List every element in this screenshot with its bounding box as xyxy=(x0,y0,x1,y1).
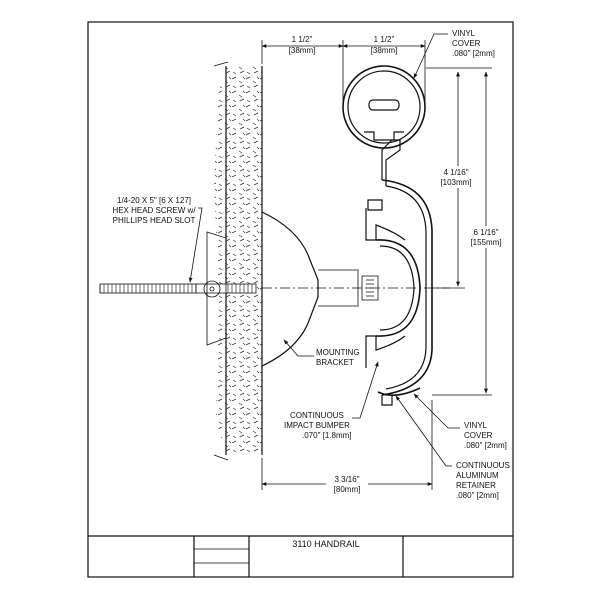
width-left-label: 1 1/2" xyxy=(292,35,313,44)
width-right-metric: [38mm] xyxy=(371,46,398,55)
svg-text:HEX HEAD SCREW w/: HEX HEAD SCREW w/ xyxy=(112,206,196,215)
svg-text:.080" [2mm]: .080" [2mm] xyxy=(464,441,507,450)
width-right-label: 1 1/2" xyxy=(374,35,395,44)
height-inner-label: 4 1/16" xyxy=(443,168,468,177)
svg-text:RETAINER: RETAINER xyxy=(456,481,496,490)
svg-text:1/4-20 X 5" [6 X 127]: 1/4-20 X 5" [6 X 127] xyxy=(117,196,191,205)
depth-label: 3 3/16" xyxy=(334,475,359,484)
svg-text:ALUMINUM: ALUMINUM xyxy=(456,471,499,480)
height-inner-metric: [103mm] xyxy=(440,178,471,187)
callout-mounting-bracket: MOUNTING BRACKET xyxy=(283,339,360,367)
wall xyxy=(213,61,263,461)
height-outer-metric: [155mm] xyxy=(470,238,501,247)
svg-text:COVER: COVER xyxy=(464,431,493,440)
dimension-heights: 4 1/16" [103mm] 6 1/16" [155mm] xyxy=(426,67,507,396)
svg-text:BRACKET: BRACKET xyxy=(316,358,354,367)
svg-text:COVER: COVER xyxy=(452,39,481,48)
impact-bumper xyxy=(361,239,421,337)
width-left-metric: [38mm] xyxy=(289,46,316,55)
svg-text:MOUNTING: MOUNTING xyxy=(316,348,360,357)
depth-metric: [80mm] xyxy=(334,485,361,494)
callout-aluminum-retainer: CONTINUOUS ALUMINUM RETAINER .080" [2mm] xyxy=(395,395,510,500)
svg-text:VINYL: VINYL xyxy=(464,421,488,430)
callout-impact-bumper: CONTINUOUS IMPACT BUMPER .070" [1.8mm] xyxy=(284,361,379,440)
drawing-title: 3110 HANDRAIL xyxy=(292,539,359,549)
handrail-tube xyxy=(342,65,426,149)
mounting-bracket xyxy=(261,211,359,367)
svg-text:VINYL: VINYL xyxy=(452,29,476,38)
callout-vinyl-cover-top: VINYL COVER .080" [2mm] xyxy=(413,29,495,79)
title-block: 3110 HANDRAIL xyxy=(88,535,513,577)
aluminum-retainer xyxy=(365,139,433,406)
callout-vinyl-cover-bottom: VINYL COVER .080" [2mm] xyxy=(413,393,507,450)
svg-text:CONTINUOUS: CONTINUOUS xyxy=(456,461,510,470)
height-outer-label: 6 1/16" xyxy=(473,228,498,237)
callout-screw: 1/4-20 X 5" [6 X 127] HEX HEAD SCREW w/ … xyxy=(112,196,203,283)
svg-text:.070" [1.8mm]: .070" [1.8mm] xyxy=(302,431,352,440)
svg-text:.080" [2mm]: .080" [2mm] xyxy=(456,491,499,500)
svg-text:IMPACT BUMPER: IMPACT BUMPER xyxy=(284,421,350,430)
svg-text:CONTINUOUS: CONTINUOUS xyxy=(290,411,344,420)
sheet-border xyxy=(87,21,514,578)
bottom-vinyl-cover xyxy=(377,387,421,396)
dimension-depth: 3 3/16" [80mm] xyxy=(261,400,433,494)
hex-head-screw xyxy=(99,231,257,346)
svg-text:PHILLIPS HEAD SLOT: PHILLIPS HEAD SLOT xyxy=(113,216,196,225)
dimension-top-widths: 1 1/2" [38mm] 1 1/2" [38mm] xyxy=(261,35,426,110)
svg-text:.080" [2mm]: .080" [2mm] xyxy=(452,49,495,58)
